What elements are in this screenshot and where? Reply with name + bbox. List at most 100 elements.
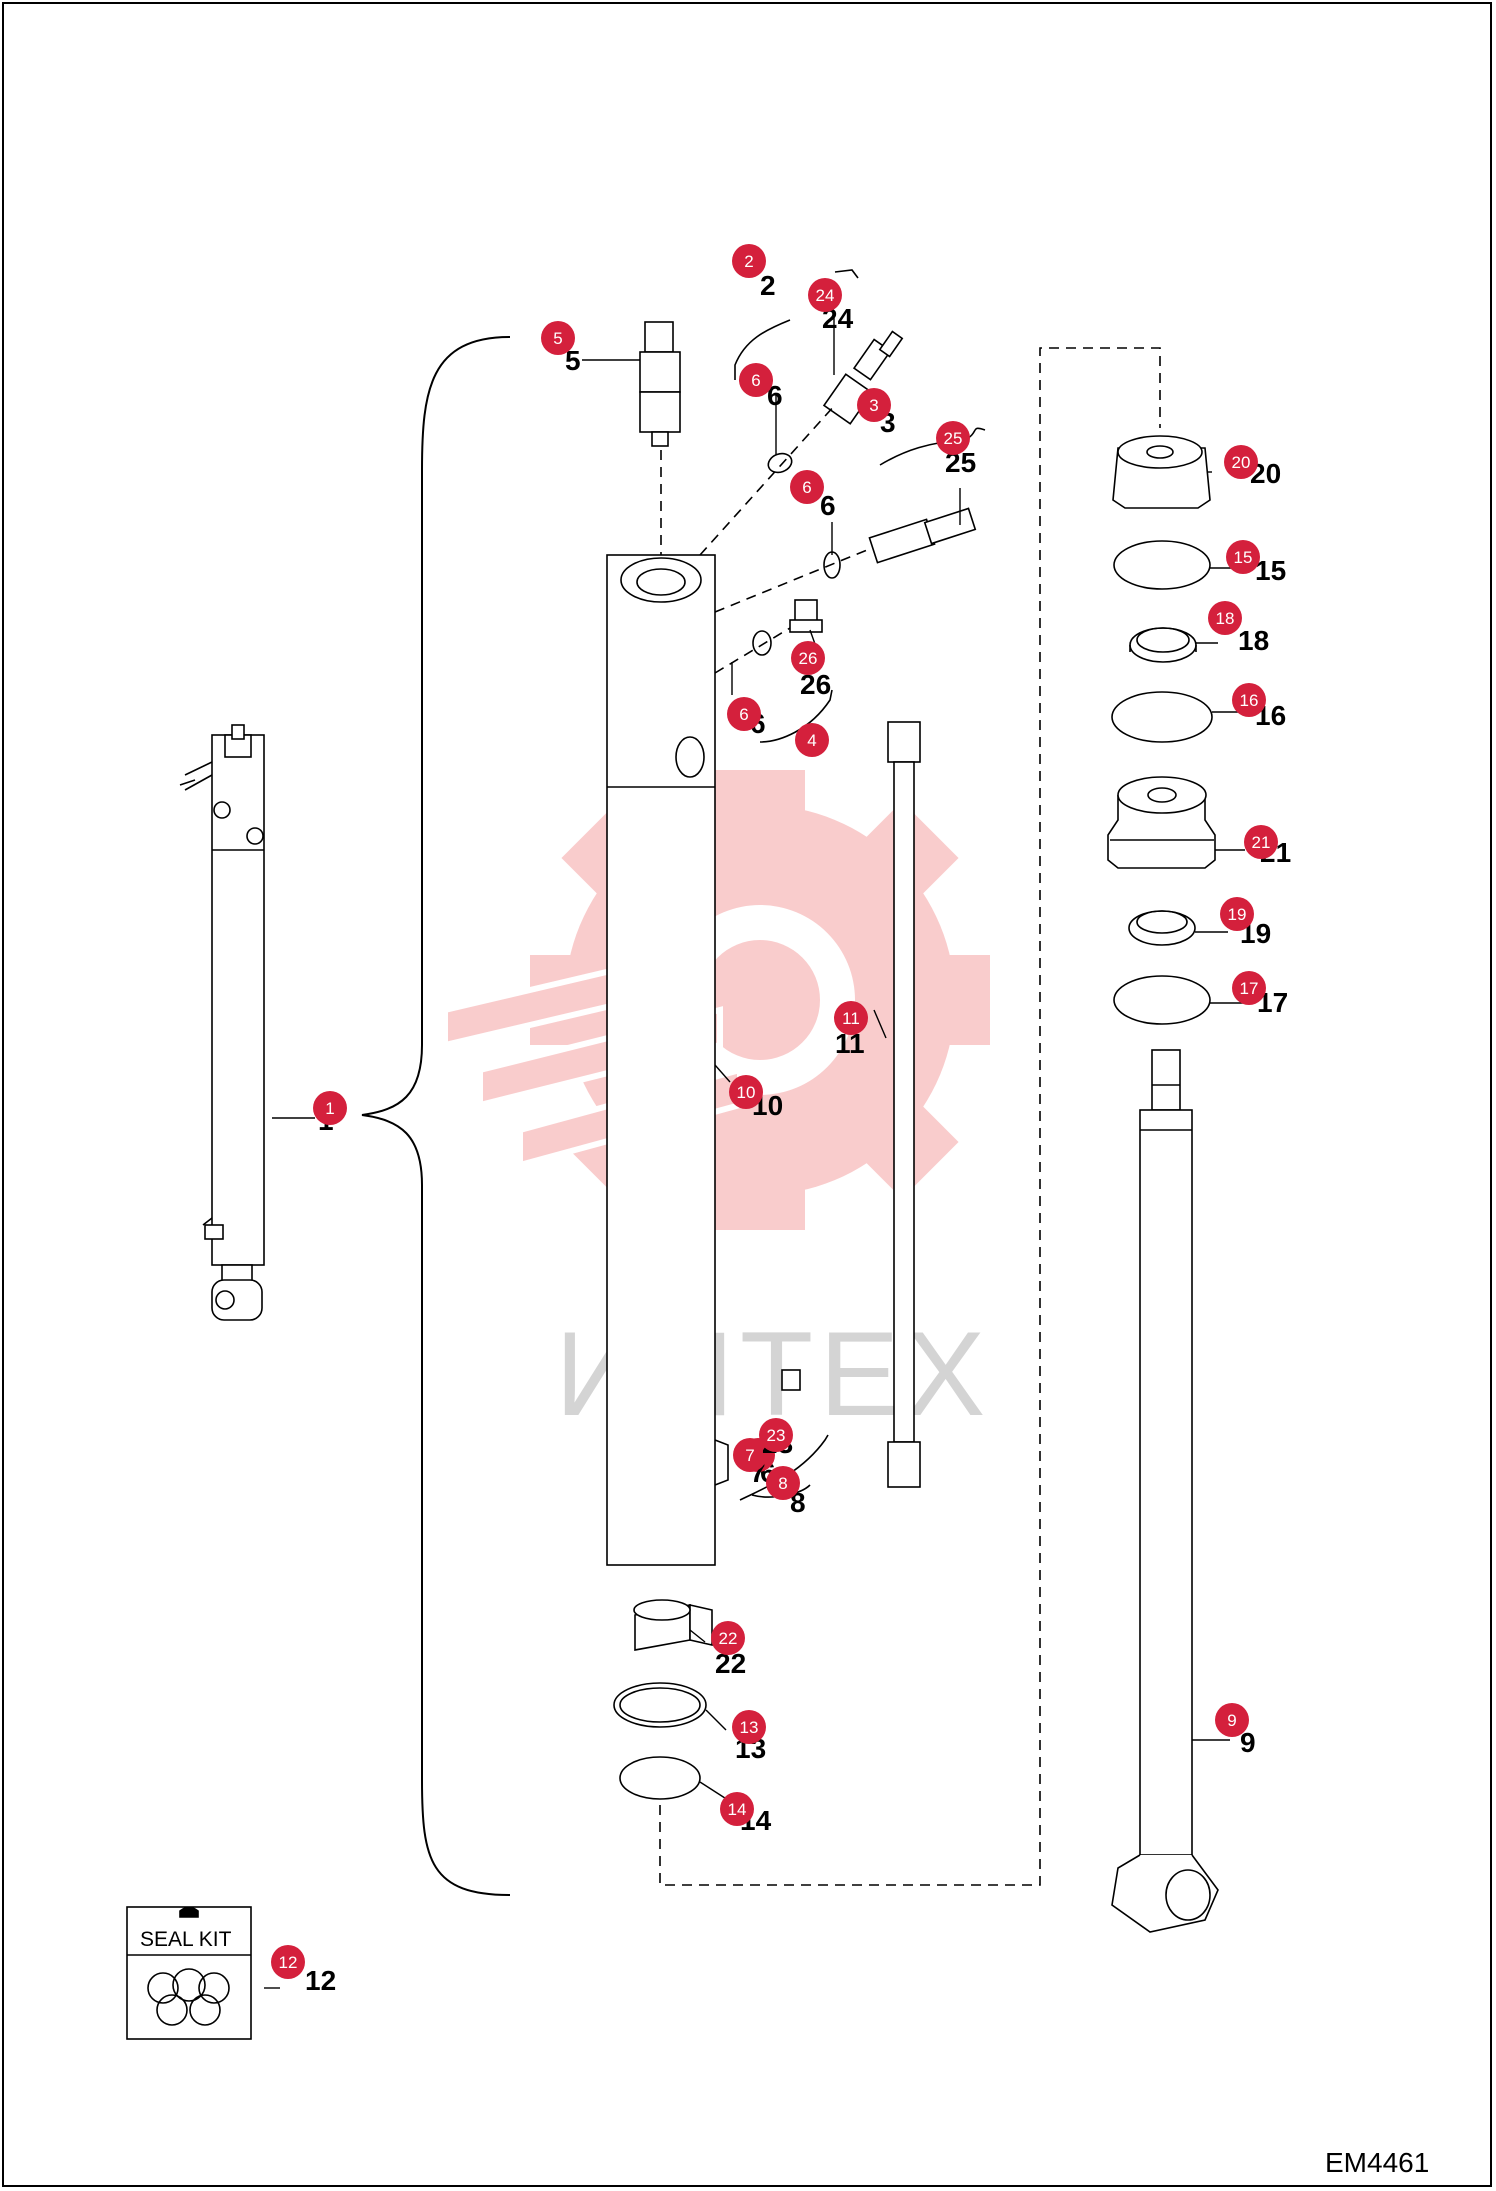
callout-bubble-label: 22 [719, 1629, 738, 1648]
callout-bubble-label: 6 [751, 371, 760, 390]
callout-bubble-circle [1232, 971, 1266, 1005]
callout-bubble-circle [790, 470, 824, 504]
callout-bubble-circle [1224, 445, 1258, 479]
callout-bubble-circle [936, 421, 970, 455]
callout-bubble-circle [727, 697, 761, 731]
drawing-code: EM4461 [1325, 2147, 1429, 2178]
callout-bubble-24[interactable]: 24 [808, 278, 842, 312]
callout-bubble-label: 4 [807, 731, 816, 750]
callout-layer: 1122334556666666677889910101111121213131… [271, 244, 1291, 1996]
callout-bubble-label: 7 [745, 1446, 754, 1465]
piston-rod [1111, 1049, 1219, 1933]
callout-bubble-circle [791, 641, 825, 675]
callout-bubble-circle [808, 278, 842, 312]
callout-number-6: 6 [820, 490, 836, 521]
callout-bubble-label: 23 [767, 1426, 786, 1445]
callout-bubble-14[interactable]: 14 [720, 1792, 754, 1826]
callout-number-12: 12 [305, 1965, 336, 1996]
callout-bubble-circle [711, 1621, 745, 1655]
callout-bubble-circle [720, 1792, 754, 1826]
callout-bubble-label: 8 [778, 1474, 787, 1493]
callout-bubble-15[interactable]: 15 [1226, 540, 1260, 574]
callout-bubble-6[interactable]: 6 [739, 363, 773, 397]
ring-16 [1111, 691, 1213, 743]
callout-bubble-label: 2 [744, 252, 753, 271]
callout-number-18: 18 [1238, 625, 1269, 656]
ring-14 [619, 1756, 701, 1800]
callout-bubble-label: 17 [1240, 979, 1259, 998]
callout-bubble-11[interactable]: 11 [834, 1001, 868, 1035]
callout-bubble-9[interactable]: 9 [1215, 1703, 1249, 1737]
tube-line [887, 721, 921, 1488]
callout-bubble-16[interactable]: 16 [1232, 683, 1266, 717]
callout-bubble-6[interactable]: 6 [727, 697, 761, 731]
piston-21 [1107, 776, 1216, 869]
callout-bubble-8[interactable]: 8 [766, 1466, 800, 1500]
callout-bubble-label: 6 [739, 705, 748, 724]
wear-ring-18 [1129, 627, 1197, 663]
gland-nut [633, 1599, 713, 1651]
callout-bubble-circle [729, 1075, 763, 1109]
ring-17 [1113, 975, 1211, 1025]
callout-bubble-label: 26 [799, 649, 818, 668]
callout-bubble-10[interactable]: 10 [729, 1075, 763, 1109]
callout-bubble-circle [857, 388, 891, 422]
callout-bubble-circle [1215, 1703, 1249, 1737]
callout-bubble-label: 1 [325, 1099, 334, 1118]
callout-bubble-13[interactable]: 13 [732, 1710, 766, 1744]
callout-bubble-label: 19 [1228, 905, 1247, 924]
callout-bubble-label: 18 [1216, 609, 1235, 628]
callout-bubble-label: 5 [553, 329, 562, 348]
callout-bubble-label: 14 [728, 1800, 747, 1819]
callout-bubble-17[interactable]: 17 [1232, 971, 1266, 1005]
callout-bubble-label: 11 [842, 1009, 860, 1028]
callout-bubble-circle [732, 1710, 766, 1744]
callout-bubble-circle [732, 244, 766, 278]
callout-number-5: 5 [565, 345, 581, 376]
callout-bubble-label: 21 [1252, 833, 1271, 852]
callout-bubble-circle [1226, 540, 1260, 574]
callout-bubble-circle [766, 1466, 800, 1500]
assembly-brace [361, 336, 511, 1896]
callout-bubble-1[interactable]: 1 [313, 1091, 347, 1125]
callout-number-15: 15 [1255, 555, 1286, 586]
callout-bubble-circle [271, 1945, 305, 1979]
callout-bubble-circle [733, 1438, 767, 1472]
callout-bubble-12[interactable]: 12 [271, 1945, 305, 1979]
callout-bubble-26[interactable]: 26 [791, 641, 825, 675]
seal-kit-box [126, 1906, 252, 2040]
callout-bubble-7[interactable]: 7 [733, 1438, 767, 1472]
plug-26 [789, 599, 823, 633]
callout-bubble-5[interactable]: 5 [541, 321, 575, 355]
callout-bubble-3[interactable]: 3 [857, 388, 891, 422]
callout-bubble-circle [1220, 897, 1254, 931]
cylinder-assembly-small [179, 724, 265, 1321]
piston-seal-20 [1112, 435, 1211, 509]
ring-13 [613, 1682, 707, 1728]
callout-bubble-label: 16 [1240, 691, 1259, 710]
callout-bubble-label: 6 [802, 478, 811, 497]
callout-bubble-circle [1208, 601, 1242, 635]
callout-bubble-23[interactable]: 23 [759, 1418, 793, 1452]
callout-bubble-circle [739, 363, 773, 397]
callout-bubble-circle [759, 1418, 793, 1452]
callout-bubble-25[interactable]: 25 [936, 421, 970, 455]
callout-bubble-circle [795, 723, 829, 757]
callout-bubble-circle [1232, 683, 1266, 717]
fitting-3 [822, 330, 904, 425]
callout-bubble-4[interactable]: 4 [795, 723, 829, 757]
callout-number-2: 2 [760, 270, 776, 301]
callout-bubble-18[interactable]: 18 [1208, 601, 1242, 635]
plug-23 [781, 1369, 801, 1391]
callout-bubble-circle [541, 321, 575, 355]
callout-bubble-20[interactable]: 20 [1224, 445, 1258, 479]
callout-bubble-6[interactable]: 6 [790, 470, 824, 504]
callout-number-9: 9 [1240, 1727, 1256, 1758]
callout-bubble-19[interactable]: 19 [1220, 897, 1254, 931]
callout-bubble-2[interactable]: 2 [732, 244, 766, 278]
callout-bubble-21[interactable]: 21 [1244, 825, 1278, 859]
callout-bubble-label: 25 [944, 429, 963, 448]
callout-bubble-22[interactable]: 22 [711, 1621, 745, 1655]
